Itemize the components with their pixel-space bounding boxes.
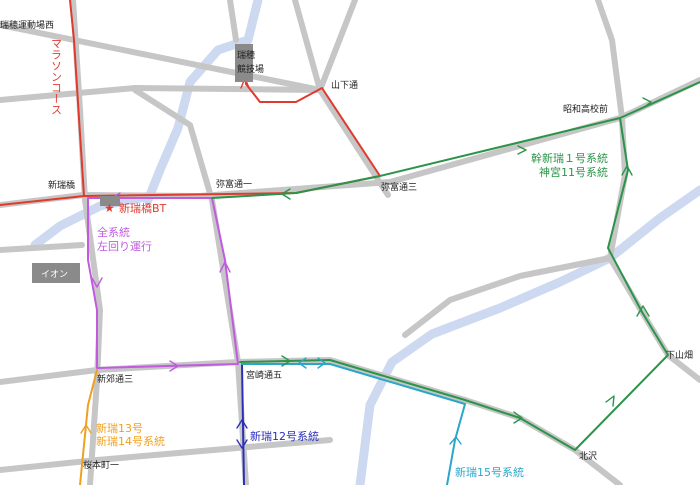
arrow-navy-up — [236, 419, 248, 429]
route-shinmizu-13 — [79, 369, 98, 485]
mizuho-stadium-box[interactable] — [235, 44, 253, 82]
label-shinmizu-15[interactable]: 新瑞15号系統 — [455, 465, 524, 479]
arrow-orange-up — [80, 424, 92, 434]
arrow-green-east-lower — [636, 305, 650, 317]
road-diag-west — [0, 242, 85, 253]
bus-terminal-box[interactable] — [100, 196, 120, 206]
road-shin-mizuhashi-ns — [70, 0, 103, 485]
arrow-purple-up — [219, 261, 231, 273]
route-shinmizu-15 — [241, 363, 466, 485]
arrow-purple-down — [91, 277, 103, 288]
label-bus-terminal[interactable]: 新瑞橋BT — [119, 201, 167, 215]
river-west — [30, 191, 155, 250]
label-miyazaki-dori-5: 宮崎通五 — [246, 369, 282, 381]
label-shinmizu-14[interactable]: 新瑞14号系統 — [96, 434, 165, 448]
place-labels: 瑞穂運動場西 瑞穂 競技場 山下通 昭和高校前 新瑞橋 弥富通一 弥富通三 新瑞… — [0, 19, 693, 471]
label-sakuramoto-1: 桜本町一 — [83, 459, 119, 471]
label-mizuho-stadium-2[interactable]: 競技場 — [237, 63, 264, 75]
loop-note-line2: 左回り運行 — [97, 240, 152, 253]
arrow-green-miyazaki — [513, 411, 523, 424]
arrow-cyan-south — [449, 436, 462, 445]
rivers — [30, 0, 700, 485]
loop-all-lines — [87, 197, 239, 369]
label-shingo-dori-3: 新郊通三 — [97, 373, 133, 385]
label-yatomi-dori-1: 弥富通一 — [216, 178, 252, 190]
arrow-cyan-east — [317, 357, 326, 369]
label-kitazawa: 北沢 — [579, 450, 597, 462]
aeon-box[interactable] — [32, 263, 80, 283]
road-sakuramoto — [0, 437, 333, 473]
arrow-green-showa — [517, 145, 527, 155]
arrow-green-south — [605, 395, 615, 407]
road-north-west — [0, 85, 323, 103]
river-north — [143, 0, 263, 205]
label-shin-mizuhashi: 新瑞橋 — [48, 179, 75, 191]
road-yatomi-ew — [0, 77, 700, 208]
label-jingu-11[interactable]: 神宮11号系統 — [539, 165, 608, 179]
marathon-course-label: マラソンコース — [50, 38, 63, 115]
road-mizuho-spur — [227, 0, 239, 43]
route-labels: 幹新瑞１号系統 神宮11号系統 新瑞12号系統 新瑞13号 新瑞14号系統 新瑞… — [96, 151, 608, 479]
label-shimoyamahata: 下山畑 — [666, 349, 693, 361]
road-east-spur — [402, 255, 613, 338]
loop-note-line1: 全系統 — [97, 225, 130, 239]
label-showa-high-school: 昭和高校前 — [563, 103, 608, 115]
label-mizuho-park-west: 瑞穂運動場西 — [0, 19, 54, 31]
direction-arrows — [80, 77, 652, 449]
bus-terminal-star-icon: ★ — [104, 201, 115, 215]
label-aeon[interactable]: イオン — [41, 269, 68, 280]
label-shinmizu-13[interactable]: 新瑞13号 — [96, 421, 143, 435]
arrow-green-miyazaki-west — [281, 355, 291, 367]
arrow-purple-east — [169, 360, 179, 372]
label-kan-shinmizu-1[interactable]: 幹新瑞１号系統 — [531, 151, 608, 165]
label-shinmizu-12[interactable]: 新瑞12号系統 — [250, 429, 319, 443]
arrow-green-showa-east — [642, 97, 652, 109]
arrow-cyan-west — [298, 357, 307, 369]
label-yatomi-dori-3: 弥富通三 — [381, 181, 417, 193]
road-west-diagonal — [0, 22, 323, 93]
road-north-east — [317, 0, 358, 93]
arrow-green-east-ns — [621, 165, 633, 176]
label-mizuho-stadium-1[interactable]: 瑞穂 — [237, 49, 255, 61]
arrow-navy-down — [236, 439, 248, 449]
arrow-green-yatomi — [281, 188, 291, 200]
river-south-east — [355, 185, 700, 485]
label-yamashita-dori: 山下通 — [331, 80, 358, 91]
route-shinmizu-12 — [241, 363, 245, 485]
